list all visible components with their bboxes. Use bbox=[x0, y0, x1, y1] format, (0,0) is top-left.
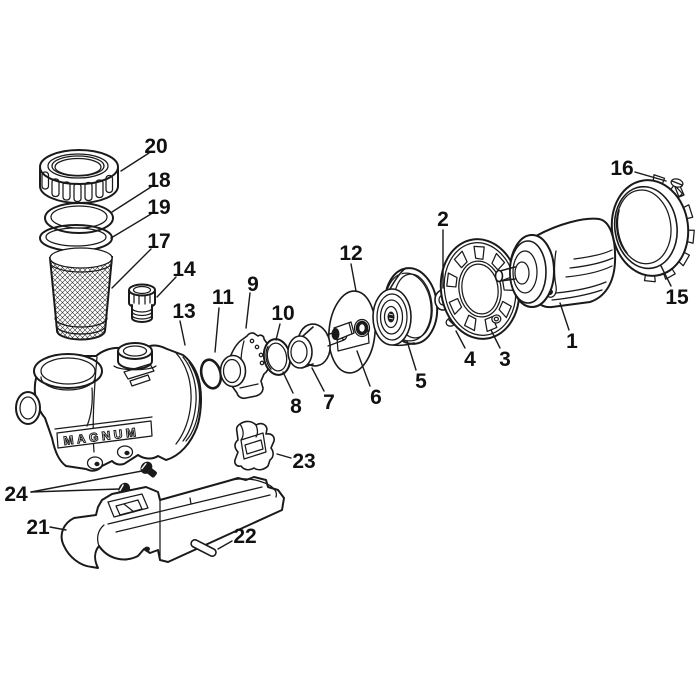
callout-labels: 1 2 3 4 5 6 7 8 9 10 11 12 13 14 15 16 1… bbox=[4, 135, 689, 548]
callout-label-23: 23 bbox=[292, 450, 315, 473]
seal-plate-drawing bbox=[439, 238, 521, 340]
callout-label-7: 7 bbox=[323, 391, 335, 414]
clamp-ring-drawing bbox=[610, 174, 695, 283]
callout-label-17: 17 bbox=[147, 230, 170, 253]
housing-screw-a-drawing bbox=[140, 461, 157, 478]
callout-label-19: 19 bbox=[147, 196, 170, 219]
callout-label-3: 3 bbox=[499, 348, 511, 371]
callout-label-15: 15 bbox=[665, 286, 689, 309]
callout-label-9: 9 bbox=[247, 273, 259, 296]
bracket-clip-drawing bbox=[234, 420, 275, 471]
pump-housing-drawing: MAGNUM bbox=[15, 342, 202, 472]
base-pin-drawing bbox=[190, 539, 217, 557]
strainer-lid-drawing bbox=[39, 149, 119, 204]
callout-label-16: 16 bbox=[610, 157, 633, 180]
callout-label-8: 8 bbox=[290, 395, 302, 418]
shaft-seal-drawing bbox=[287, 323, 348, 369]
callout-label-24: 24 bbox=[4, 483, 28, 506]
drain-fitting-drawing bbox=[128, 283, 156, 323]
motor-drawing bbox=[494, 217, 617, 309]
callout-label-13: 13 bbox=[172, 300, 195, 323]
seal-assembly-drawing bbox=[331, 318, 371, 352]
callout-label-14: 14 bbox=[172, 258, 196, 281]
callout-label-11: 11 bbox=[212, 286, 235, 309]
callout-label-5: 5 bbox=[415, 370, 427, 393]
strainer-basket-drawing bbox=[48, 247, 114, 341]
callout-label-2: 2 bbox=[437, 208, 449, 231]
impeller-drawing bbox=[372, 267, 439, 347]
pump-base-drawing bbox=[60, 476, 285, 569]
callout-label-4: 4 bbox=[464, 348, 476, 371]
callout-label-20: 20 bbox=[144, 135, 167, 158]
leader-lines bbox=[30, 152, 672, 550]
callout-label-1: 1 bbox=[566, 330, 578, 353]
clamp-screw-drawing bbox=[670, 178, 685, 198]
callout-label-22: 22 bbox=[233, 525, 256, 548]
callout-label-21: 21 bbox=[26, 516, 50, 539]
diffuser-drawing bbox=[219, 332, 271, 400]
callout-label-18: 18 bbox=[147, 169, 171, 192]
callout-label-10: 10 bbox=[271, 302, 294, 325]
callout-label-6: 6 bbox=[370, 386, 382, 409]
callout-label-12: 12 bbox=[339, 242, 362, 265]
